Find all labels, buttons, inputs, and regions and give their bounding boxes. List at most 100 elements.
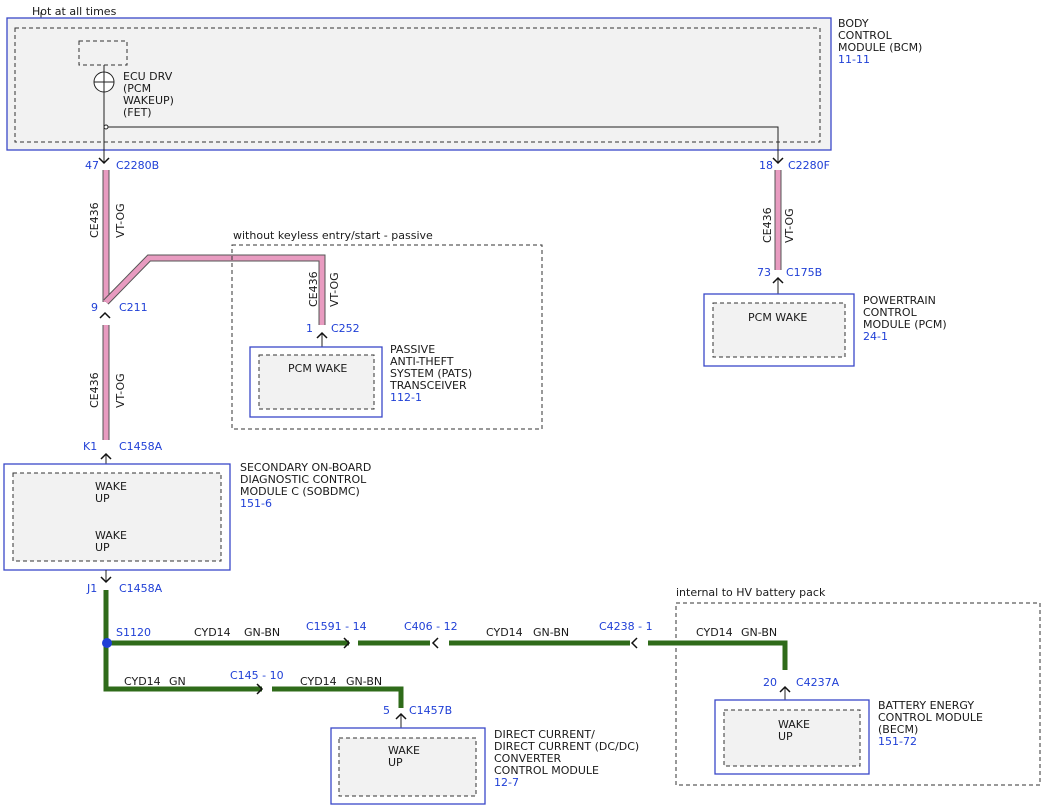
c252-pin: 1 [306,322,313,335]
pcm-ref: 24-1 [863,330,888,343]
c252-name: C252 [331,322,360,335]
pats-name-4: TRANSCEIVER [389,379,467,392]
keyless-region-outline [231,244,543,430]
c211-name: C211 [119,301,148,314]
c4237a-arrow-icon [779,685,791,693]
sobdmc-wake2-line1: WAKE [95,529,127,542]
c1458a-j1-arrow-icon [100,576,112,584]
c4238-label: C4238 - 1 [599,620,653,633]
ecu-drv-label-1: ECU DRV [123,70,173,83]
c1591-label: C1591 - 14 [306,620,367,633]
c2280f-name: C2280F [788,159,830,172]
dcdc-wake-line1: WAKE [388,744,420,757]
wire-color-2: VT-OG [114,373,127,408]
pcm-wake-label: PCM WAKE [748,311,807,324]
hv-battery-region-label: internal to HV battery pack [676,586,826,599]
becm-name-2: CONTROL MODULE [878,711,983,724]
keyless-region-label: without keyless entry/start - passive [233,229,433,242]
bcm-module: ECU DRV (PCM WAKEUP) (FET) [6,17,832,163]
green-wire-label-2: CYD14 [486,626,523,639]
c145-label: C145 - 10 [230,669,284,682]
sobdmc-wake2-line2: UP [95,541,110,554]
wire-label-ce436-1: CE436 [88,202,101,238]
green-wire-color-2: GN-BN [533,626,569,639]
c1458a-k1-name: C1458A [119,440,163,453]
c4238-arrow-icon [630,637,638,649]
bcm-name-3: MODULE (BCM) [838,41,922,54]
green-wire-color-5: GN-BN [346,675,382,688]
c2280b-pin: 47 [85,159,99,172]
pats-wake-label: PCM WAKE [288,362,347,375]
dcdc-name-3: CONVERTER [494,752,562,765]
hot-at-all-times-label: Hot at all times [32,5,117,18]
bcm-internal-feed [104,126,779,163]
c1458a-k1-arrow-icon [100,452,112,460]
c406-arrow-icon [431,637,439,649]
c2280b-arrow-icon [98,157,110,165]
c211-pin: 9 [91,301,98,314]
hv-battery-region-outline [675,602,1041,786]
c2280f-pin: 18 [759,159,773,172]
wire-label-ce436-4: CE436 [761,207,774,243]
pats-name-1: PASSIVE [390,343,435,356]
dcdc-name-2: DIRECT CURRENT (DC/DC) [494,740,639,753]
sobdmc-wake1-line1: WAKE [95,480,127,493]
c175b-name: C175B [786,266,822,279]
becm-ref: 151-72 [878,735,917,748]
wire-color-1: VT-OG [114,203,127,238]
pcm-module: PCM WAKE [703,293,855,367]
becm-wake-line1: WAKE [778,718,810,731]
wire-color-3: VT-OG [328,272,341,307]
green-wire-color-4: GN [169,675,186,688]
c252-arrow-icon [316,331,328,339]
pats-name-3: SYSTEM (PATS) [390,367,472,380]
pats-name-2: ANTI-THEFT [390,355,454,368]
c2280f-arrow-icon [772,157,784,165]
c175b-pin: 73 [757,266,771,279]
c1458a-j1-pin: J1 [86,582,97,595]
becm-name-3: (BECM) [878,723,918,736]
bcm-inner-outline [14,27,821,143]
green-wire-cyd14 [103,590,788,708]
becm-module: WAKE UP [714,699,870,775]
ecu-drv-label-3: WAKEUP) [123,94,174,107]
pats-ref: 112-1 [390,391,422,404]
becm-wake-line2: UP [778,730,793,743]
green-wire-label-1: CYD14 [194,626,231,639]
dcdc-wake-line2: UP [388,756,403,769]
c406-label: C406 - 12 [404,620,458,633]
bcm-name-2: CONTROL [838,29,893,42]
sobdmc-ref: 151-6 [240,497,272,510]
bcm-name-1: BODY [838,17,869,30]
ecu-drv-label-2: (PCM [123,82,151,95]
becm-name-1: BATTERY ENERGY [878,699,974,712]
pcm-name-3: MODULE (PCM) [863,318,947,331]
c2280b-name: C2280B [116,159,159,172]
c4237a-name: C4237A [796,676,840,689]
c1591-arrow-icon [343,637,351,649]
green-wire-label-3: CYD14 [696,626,733,639]
green-wire-color-1: GN-BN [244,626,280,639]
ecu-drv-label-4: (FET) [123,106,152,119]
sobdmc-wake1-line2: UP [95,492,110,505]
dcdc-name-1: DIRECT CURRENT/ [494,728,595,741]
bcm-outline [6,17,832,151]
c1458a-j1-name: C1458A [119,582,163,595]
dcdc-name-4: CONTROL MODULE [494,764,599,777]
green-wire-label-5: CYD14 [300,675,337,688]
wire-color-4: VT-OG [783,208,796,243]
bcm-ref: 11-11 [838,53,870,66]
bcm-junction-dot [103,124,109,130]
sobdmc-name-3: MODULE C (SOBDMC) [240,485,360,498]
pink-wire-ce436 [102,170,782,440]
pcm-name-2: CONTROL [863,306,918,319]
wire-label-ce436-2: CE436 [88,372,101,408]
c1457b-arrow-icon [395,712,407,720]
c1457b-pin: 5 [383,704,390,717]
pcm-name-1: POWERTRAIN [863,294,936,307]
c211-arrow-icon [99,311,111,319]
c4237a-pin: 20 [763,676,777,689]
splice-label: S1120 [116,626,151,639]
c145-arrow-icon [256,683,264,695]
